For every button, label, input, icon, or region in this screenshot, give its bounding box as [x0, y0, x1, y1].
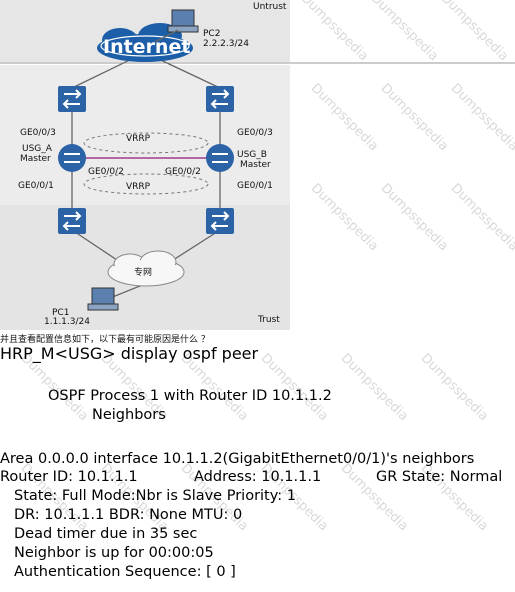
- area-line: Area 0.0.0.0 interface 10.1.1.2(GigabitE…: [0, 451, 475, 467]
- vrrp-bottom-ellipse: [83, 173, 209, 195]
- vrrp-bottom-label: VRRP: [126, 182, 151, 192]
- neighbor-address: Address: 10.1.1.1: [194, 469, 322, 485]
- usg-b-role: Master: [240, 160, 271, 170]
- usg-b-port-link: GE0/0/2: [165, 167, 201, 177]
- vrrp-top-label: VRRP: [126, 134, 151, 144]
- untrust-label: Untrust: [253, 2, 287, 12]
- pc2-icon: [167, 9, 199, 33]
- private-cloud-icon: [107, 250, 185, 287]
- question-caption: 并且查看配置信息如下，以下最有可能原因是什么 ？: [0, 335, 210, 345]
- switch-top-left-icon: [58, 86, 86, 112]
- network-diagram: Internet Untrust PC2 2.2.2.3/24 GE0/0/3 …: [0, 0, 515, 330]
- topology-svg: [0, 0, 515, 330]
- usg-a-port-up: GE0/0/3: [20, 128, 56, 138]
- cloud-label: 专网: [134, 268, 153, 278]
- pc1-ip: 1.1.1.3/24: [44, 317, 90, 327]
- pc2-ip: 2.2.2.3/24: [203, 39, 249, 49]
- ospf-process-line: OSPF Process 1 with Router ID 10.1.1.2: [48, 388, 332, 404]
- usg-a-icon: [58, 144, 86, 172]
- usg-b-name: USG_B: [237, 150, 267, 160]
- vrrp-top-ellipse: [83, 132, 209, 154]
- dr-line: DR: 10.1.1.1 BDR: None MTU: 0: [14, 507, 243, 523]
- usg-a-name: USG_A: [22, 144, 52, 154]
- pc1-name: PC1: [52, 308, 70, 318]
- auth-sequence-line: Authentication Sequence: [ 0 ]: [14, 564, 236, 580]
- switch-bottom-left-icon: [58, 208, 86, 234]
- state-line: State: Full Mode:Nbr is Slave Priority: …: [14, 488, 296, 504]
- usg-a-port-down: GE0/0/1: [18, 181, 54, 191]
- command-line: HRP_M<USG> display ospf peer: [0, 344, 259, 363]
- untrust-zone-lower: [0, 65, 290, 205]
- watermark: Dumpsspedia: [337, 350, 412, 425]
- usg-a-role: Master: [20, 154, 51, 164]
- internet-label: Internet: [103, 36, 191, 58]
- router-id: Router ID: 10.1.1.1: [0, 469, 138, 485]
- pc1-icon: [87, 287, 119, 311]
- neighbors-line: Neighbors: [92, 407, 166, 423]
- usg-b-port-up: GE0/0/3: [237, 128, 273, 138]
- watermark: Dumpsspedia: [417, 350, 492, 425]
- pc2-name: PC2: [203, 29, 221, 39]
- usg-a-port-link: GE0/0/2: [88, 167, 124, 177]
- switch-bottom-right-icon: [206, 208, 234, 234]
- usg-b-port-down: GE0/0/1: [237, 181, 273, 191]
- trust-label: Trust: [258, 315, 280, 325]
- dead-timer-line: Dead timer due in 35 sec: [14, 526, 198, 542]
- neighbor-up-line: Neighbor is up for 00:00:05: [14, 545, 214, 561]
- usg-b-icon: [206, 144, 234, 172]
- switch-top-right-icon: [206, 86, 234, 112]
- gr-state: GR State: Normal: [376, 469, 503, 485]
